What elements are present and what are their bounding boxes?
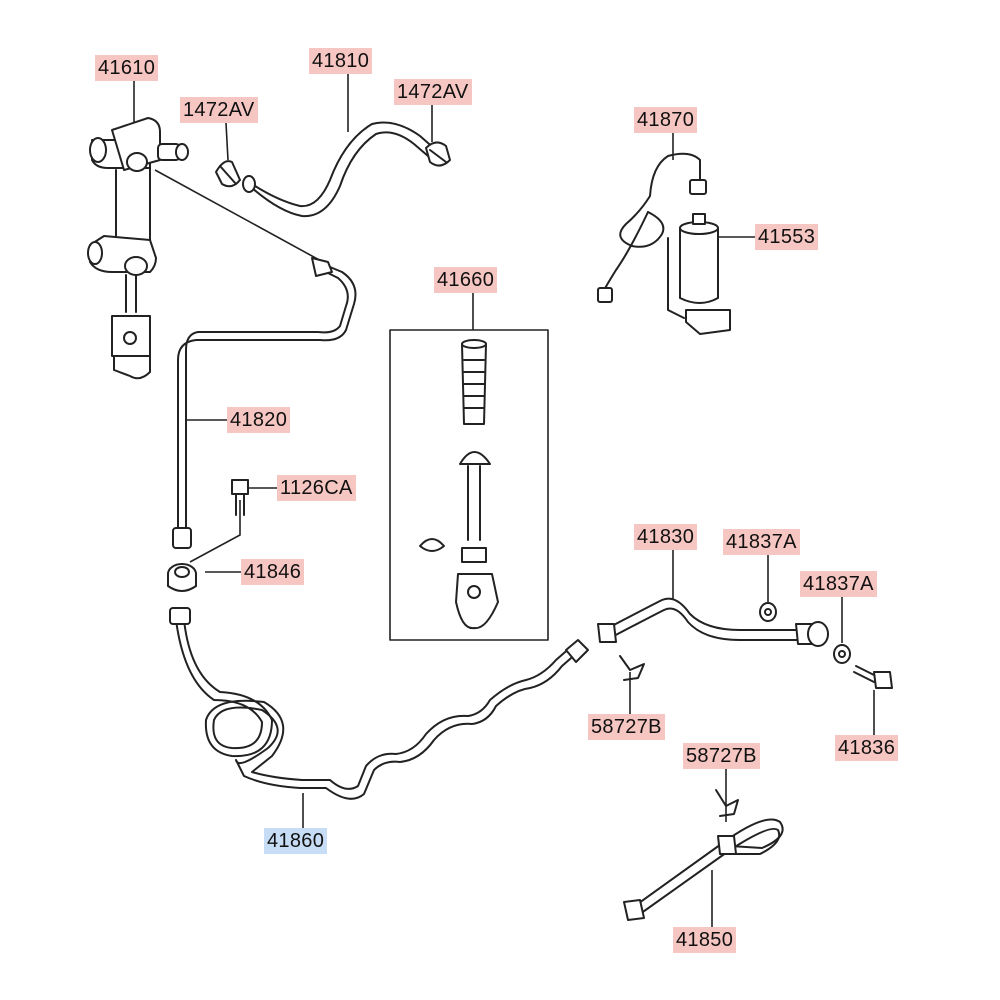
part-label-1472av-right[interactable]: 1472AV [394,79,472,105]
damper-41553 [667,213,731,335]
part-label-41830[interactable]: 41830 [634,524,698,550]
part-label-1472av-left[interactable]: 1472AV [180,97,258,123]
washers-41837a [759,602,851,664]
part-label-41836[interactable]: 41836 [835,735,899,761]
clip-1472av-left [215,160,241,188]
valve-assembly-41610 [87,117,189,380]
part-label-41850[interactable]: 41850 [673,927,737,953]
part-label-41660[interactable]: 41660 [434,267,498,293]
pipe-41850 [623,818,784,921]
part-label-41837a-top[interactable]: 41837A [723,529,800,555]
hose-41810 [242,121,437,218]
kit-box-41660 [389,329,549,641]
hose-41870 [597,152,707,303]
clips-58727b [619,655,739,817]
coiled-hose-41860 [169,607,589,800]
part-label-41837a-right[interactable]: 41837A [800,571,877,597]
leader-lines [133,74,875,927]
part-label-58727b-lower[interactable]: 58727B [683,743,760,769]
pipe-41830 [597,597,829,647]
part-label-1126ca[interactable]: 1126CA [277,475,356,501]
part-label-41820[interactable]: 41820 [227,407,291,433]
bolt-1126ca [231,479,249,516]
part-label-41860[interactable]: 41860 [264,828,328,854]
part-label-41610[interactable]: 41610 [95,55,159,81]
part-label-41810[interactable]: 41810 [309,48,373,74]
connector-41846 [167,563,197,592]
part-label-41553[interactable]: 41553 [755,224,819,250]
clip-1472av-right [425,141,451,167]
part-label-58727b-upper[interactable]: 58727B [588,714,665,740]
pipe-41820 [172,257,357,549]
bolt-41836 [853,665,893,689]
part-label-41846[interactable]: 41846 [241,559,305,585]
part-label-41870[interactable]: 41870 [634,107,698,133]
